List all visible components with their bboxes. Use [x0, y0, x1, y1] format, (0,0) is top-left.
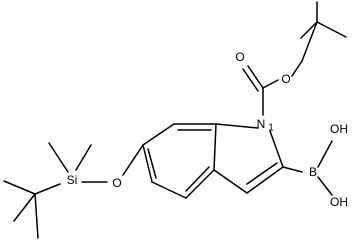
bond: [246, 162, 278, 185]
bond: [34, 193, 39, 239]
bond: [282, 166, 303, 173]
bond: [247, 65, 264, 89]
bond: [34, 183, 61, 195]
bond: [317, 140, 333, 168]
hydroxyl-top-label: OH: [330, 122, 348, 136]
bond: [262, 79, 279, 89]
bond: [242, 68, 259, 92]
bond: [75, 144, 92, 171]
hydroxyl-bottom-label: OH: [330, 195, 348, 209]
bond: [185, 169, 215, 199]
atom-labels: O O N 1 O Si B OH OH: [67, 50, 348, 209]
bond: [301, 21, 318, 62]
bond: [215, 123, 259, 129]
bond: [48, 142, 69, 173]
bond: [269, 130, 284, 168]
bond: [246, 166, 284, 194]
boron-label: B: [309, 165, 317, 179]
bond: [122, 144, 144, 176]
bond: [142, 144, 153, 183]
bond: [213, 169, 248, 194]
bonds: [3, 1, 347, 239]
bond: [13, 193, 36, 222]
ester-oxygen-label: O: [281, 72, 290, 86]
bond: [142, 123, 175, 146]
silyl-oxygen-label: O: [112, 176, 121, 190]
bond: [316, 21, 347, 38]
bond: [147, 148, 157, 179]
bond: [151, 181, 187, 199]
bond: [300, 21, 318, 39]
bond: [185, 166, 210, 192]
bond: [317, 176, 333, 196]
bond: [3, 180, 36, 195]
bond: [291, 60, 303, 77]
nitrogen-position-number: 1: [268, 123, 274, 134]
silicon-label: Si: [67, 173, 78, 187]
bond: [213, 123, 217, 171]
indole-nitrogen-label: N: [257, 117, 266, 131]
carbonyl-oxygen-label: O: [235, 50, 244, 64]
